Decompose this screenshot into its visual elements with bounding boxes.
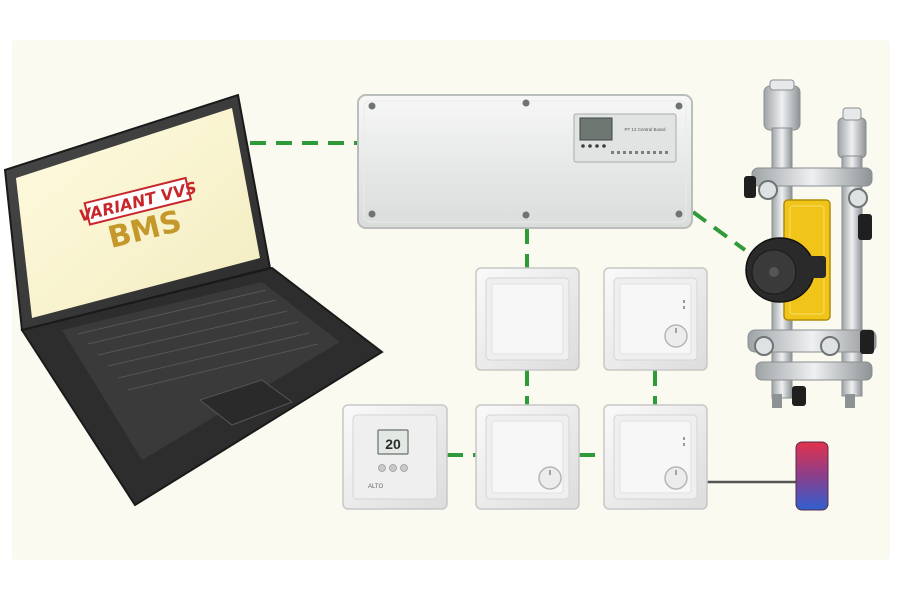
laptop-icon: VARIANT VVS BMS xyxy=(3,93,384,507)
link-controller-pump xyxy=(691,210,747,252)
digital-display-value: 20 xyxy=(385,436,401,452)
dial-knob xyxy=(664,466,688,490)
connection-lines xyxy=(250,141,747,457)
digital-brand-label: ALTO xyxy=(368,484,383,490)
thermostat-icon xyxy=(603,267,708,371)
digital-display xyxy=(377,429,409,455)
controller-display xyxy=(579,117,613,141)
dial-knob xyxy=(538,466,562,490)
thermostat-icon xyxy=(475,404,580,510)
dial-knob xyxy=(664,324,688,348)
pump-manifold-icon xyxy=(744,79,877,408)
controller-box-icon: PT 12 Central Board xyxy=(357,94,693,229)
thermostat-icon xyxy=(603,404,708,510)
digital-thermostat-icon: 20 ALTO xyxy=(342,404,448,510)
temperature-sensor-icon xyxy=(795,441,829,511)
thermostat-icon xyxy=(475,267,580,371)
logo-banner xyxy=(83,176,193,226)
controller-label: PT 12 Central Board xyxy=(625,127,666,132)
